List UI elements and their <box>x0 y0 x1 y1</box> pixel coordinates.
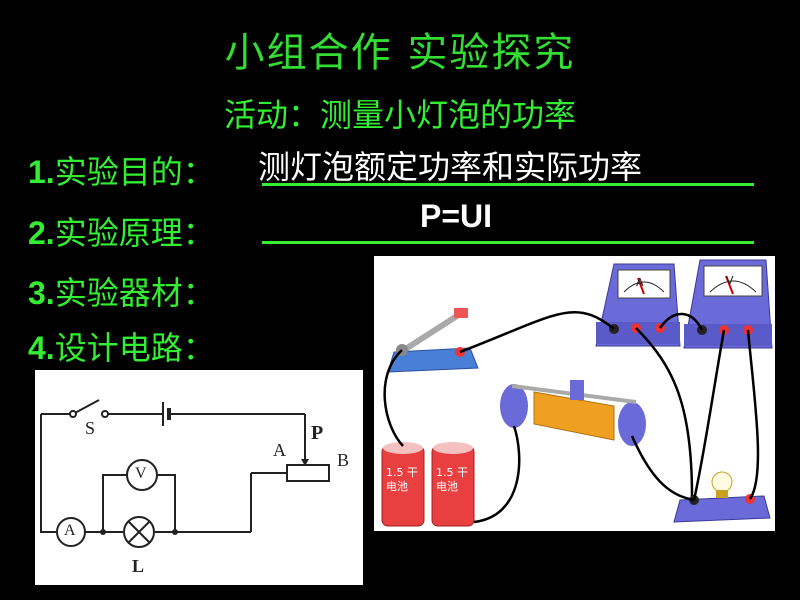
principle-underline <box>262 241 754 244</box>
purpose-underline <box>262 183 754 186</box>
rheostat-device <box>500 380 646 446</box>
item-purpose: 1.实验目的： <box>28 147 215 193</box>
item-number: 3. <box>28 275 55 311</box>
battery-label-1: 1.5 干电池 <box>386 466 418 493</box>
circuit-diagram: S A P B V A L <box>35 370 363 585</box>
item-number: 4. <box>28 330 55 366</box>
item-label: 设计电路： <box>54 329 215 367</box>
battery-1 <box>381 442 425 527</box>
apparatus-drawing <box>381 259 773 527</box>
item-label: 实验器材： <box>54 274 215 312</box>
item-number: 2. <box>28 215 55 251</box>
battery-2 <box>431 442 475 527</box>
item-design-circuit: 4.设计电路： <box>28 323 215 369</box>
purpose-answer: 测灯泡额定功率和实际功率 <box>258 148 643 186</box>
activity-subtitle: 活动：测量小灯泡的功率 <box>223 96 576 134</box>
voltmeter-device <box>683 259 773 349</box>
switch-label: S <box>85 418 96 438</box>
ammeter-symbol: A <box>64 522 76 539</box>
voltmeter-symbol: V <box>135 465 147 482</box>
knife-switch <box>387 308 479 373</box>
slide-title: 小组合作 实验探究 <box>224 30 576 76</box>
voltmeter-scale-label: V <box>726 274 734 287</box>
apparatus-illustration: A V 1.5 干电池 1.5 干电池 <box>374 256 775 531</box>
lamp-label: L <box>132 556 145 576</box>
item-equipment: 3.实验器材： <box>28 268 215 314</box>
item-number: 1. <box>28 154 55 190</box>
principle-answer: P=UI <box>420 198 493 234</box>
item-label: 实验目的： <box>54 153 215 191</box>
slider-label: P <box>311 422 324 444</box>
rheostat-end-a: A <box>273 440 286 460</box>
lamp-device <box>673 471 771 523</box>
ammeter-scale-label: A <box>636 276 644 289</box>
rheostat-end-b: B <box>337 450 350 470</box>
battery-label-2: 1.5 干电池 <box>436 466 468 493</box>
circuit-schematic <box>40 399 330 548</box>
item-principle: 2.实验原理： <box>28 208 215 254</box>
item-label: 实验原理： <box>54 214 215 252</box>
